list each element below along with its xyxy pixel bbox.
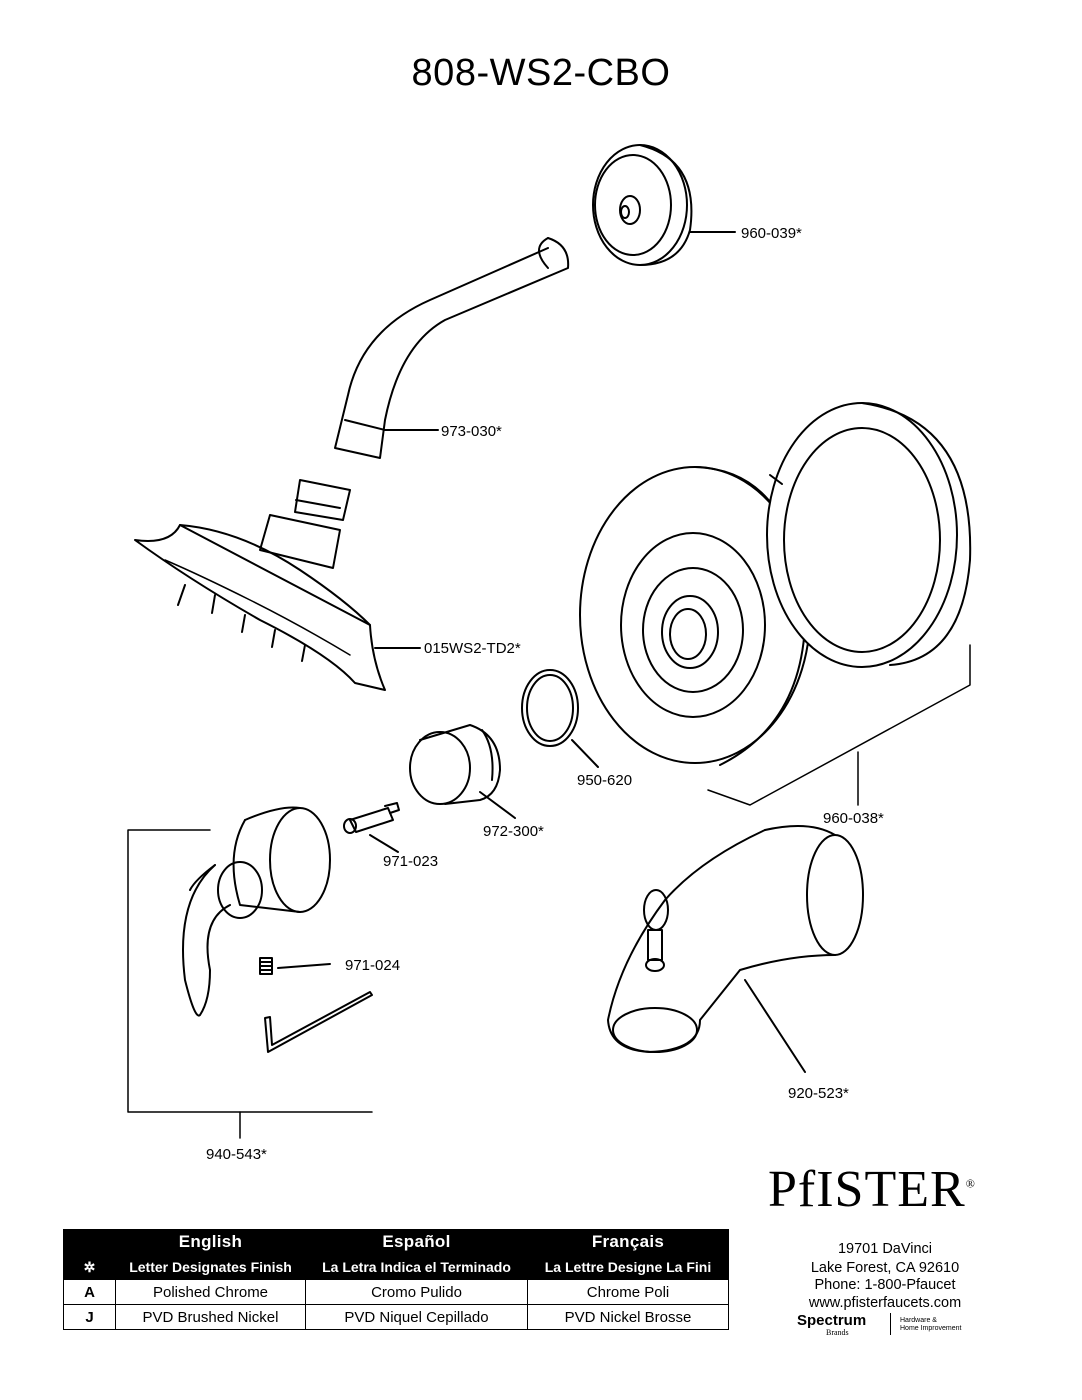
spectrum-logo: Spectrum — [797, 1312, 867, 1329]
hardware-line-2: Home Improvement — [900, 1325, 962, 1332]
leader-972-300 — [479, 791, 516, 819]
table-row: J PVD Brushed Nickel PVD Niquel Cepillad… — [63, 1304, 729, 1330]
handle-940-543-drawing — [182, 806, 331, 1017]
leader-920-523 — [744, 979, 806, 1073]
finish-english: PVD Brushed Nickel — [115, 1304, 306, 1330]
asterisk-symbol-icon: ✲ — [63, 1254, 116, 1280]
escutcheon-960-038-drawing — [579, 466, 811, 766]
phone: Phone: 1-800-Pfaucet — [814, 1277, 956, 1293]
bracket-940-543 — [127, 829, 373, 1113]
screw-971-023-drawing — [343, 802, 400, 834]
sleeve-972-300-drawing — [409, 724, 501, 805]
label-973-030: 973-030* — [441, 423, 502, 440]
spectrum-brands-text: Brands — [826, 1328, 849, 1337]
o-ring-950-620-drawing — [521, 669, 579, 747]
finish-code: J — [63, 1304, 116, 1330]
table-row: A Polished Chrome Cromo Pulido Chrome Po… — [63, 1279, 729, 1305]
shower-arm-973-030-drawing — [334, 237, 570, 459]
finish-espanol: Cromo Pulido — [305, 1279, 528, 1305]
hex-key-drawing — [264, 991, 373, 1053]
finish-francais: PVD Nickel Brosse — [527, 1304, 729, 1330]
label-950-620: 950-620 — [577, 772, 633, 789]
address-line-2: Lake Forest, CA 92610 — [810, 1260, 960, 1276]
header-francais: Français — [527, 1229, 729, 1255]
subheader-english: Letter Designates Finish — [115, 1254, 306, 1280]
finish-table-corner — [63, 1229, 116, 1255]
finish-code: A — [63, 1279, 116, 1305]
hardware-line-1: Hardware & — [900, 1317, 937, 1324]
pfister-logo: PfISTER® — [768, 1160, 976, 1219]
label-971-023: 971-023 — [383, 853, 439, 870]
finish-francais: Chrome Poli — [527, 1279, 729, 1305]
finish-espanol: PVD Niquel Cepillado — [305, 1304, 528, 1330]
label-940-543: 940-543* — [206, 1146, 267, 1163]
pfister-logo-text: PfISTER — [768, 1161, 966, 1218]
registered-mark: ® — [965, 1176, 976, 1191]
finish-table-subheader-row: ✲ Letter Designates Finish La Letra Indi… — [63, 1254, 729, 1280]
leader-971-024 — [277, 963, 331, 969]
set-screw-971-024-drawing — [259, 957, 273, 975]
shower-head-015WS2-TD2-drawing — [134, 479, 386, 691]
subheader-francais: La Lettre Designe La Fini — [527, 1254, 729, 1280]
label-920-523: 920-523* — [788, 1085, 849, 1102]
label-960-038: 960-038* — [823, 810, 884, 827]
leader-950-620 — [571, 739, 599, 768]
label-972-300: 972-300* — [483, 823, 544, 840]
address-line-1: 19701 DaVinci — [837, 1241, 933, 1257]
page-title: 808-WS2-CBO — [411, 52, 671, 94]
website-link[interactable]: www.pfisterfaucets.com — [808, 1295, 962, 1311]
tub-spout-920-523-drawing — [607, 825, 864, 1053]
finish-english: Polished Chrome — [115, 1279, 306, 1305]
leader-971-023 — [369, 834, 399, 853]
bracket-960-038 — [707, 644, 971, 806]
label-015WS2-TD2: 015WS2-TD2* — [424, 640, 521, 657]
label-960-039: 960-039* — [741, 225, 802, 242]
finish-table: English Español Français ✲ Letter Design… — [63, 1229, 729, 1330]
gasket-960-038-drawing — [766, 402, 972, 668]
header-english: English — [115, 1229, 306, 1255]
finish-table-language-row: English Español Français — [63, 1229, 729, 1255]
header-espanol: Español — [305, 1229, 528, 1255]
hardware-tagline: Hardware &Home Improvement — [900, 1317, 961, 1333]
label-971-024: 971-024 — [345, 957, 401, 974]
logo-divider — [890, 1313, 891, 1335]
subheader-espanol: La Letra Indica el Terminado — [305, 1254, 528, 1280]
flange-960-039-drawing — [592, 144, 693, 266]
